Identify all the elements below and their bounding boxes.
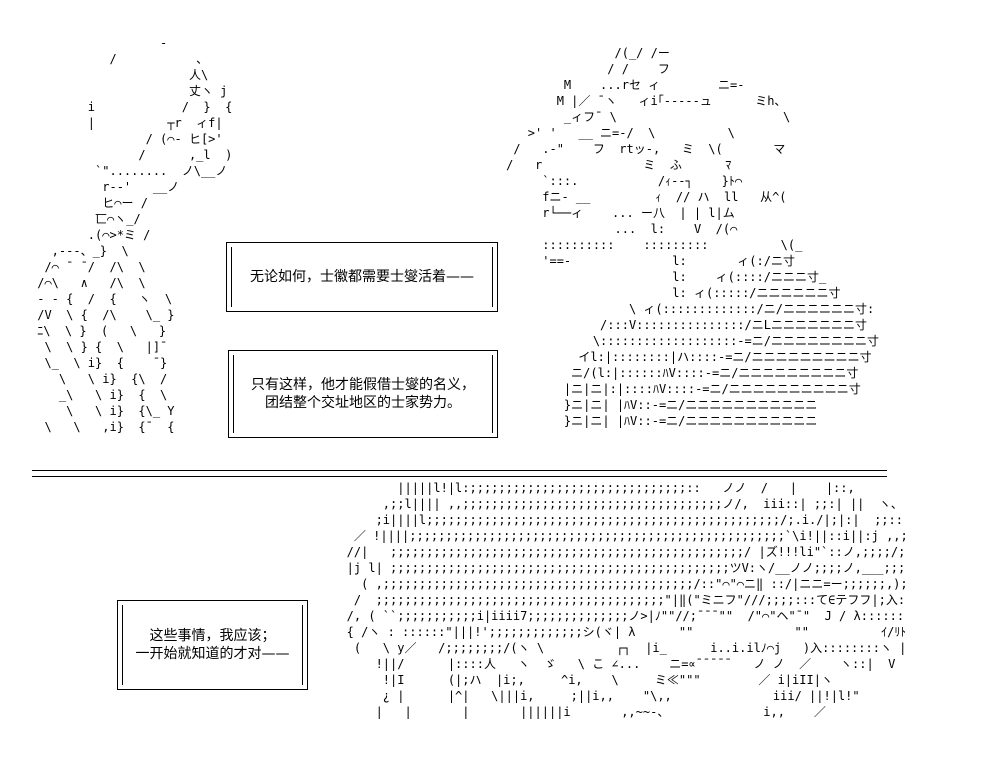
dialogue-text-3-line-1: 这些事情，我应该； xyxy=(149,628,276,644)
dialogue-text-2-line-1: 只有这样，他才能假借士燮的名义， xyxy=(251,377,475,393)
ascii-art-bottom-figure: |||||l!|l:;;;;;;;;;;;;;;;;;;;;;;;;;;;;;;… xyxy=(346,481,905,719)
dialogue-text-1: 无论如何，士徽都需要士燮活着—— xyxy=(250,269,474,285)
ascii-art-right-figure: /(_/ /ー / / フ M ...rセ ィ ニ=- M |／ ¯ヽ ィi｢-… xyxy=(506,46,879,428)
dialogue-box-3: 这些事情，我应该； 一开始就知道的才对—— xyxy=(117,600,308,690)
dialogue-box-1: 无论如何，士徽都需要士燮活着—— xyxy=(226,242,498,312)
dialogue-text-3-line-2: 一开始就知道的才对—— xyxy=(135,646,290,662)
dialogue-box-2: 只有这样，他才能假借士燮的名义， 团结整个交址地区的士家势力。 xyxy=(228,350,498,438)
panel-divider xyxy=(32,470,887,477)
ascii-art-left-figure: - / 、 人\ 丈ヽ j i / } { | ┬r ィf| / (⌒- ヒ[>… xyxy=(37,36,233,434)
dialogue-text-2-line-2: 团结整个交址地区的士家势力。 xyxy=(265,395,461,411)
